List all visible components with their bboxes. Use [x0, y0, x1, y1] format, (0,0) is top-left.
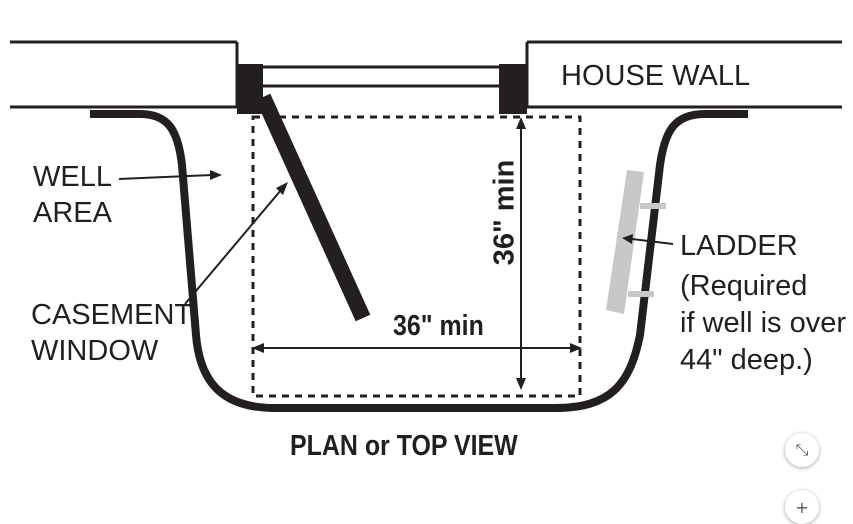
height-dimension-label: 36" min	[488, 159, 521, 266]
ladder-label-line3: if well is over	[680, 307, 846, 339]
window-frame	[237, 64, 527, 114]
well-area-label-line2: AREA	[33, 197, 112, 229]
width-dimension-line	[252, 343, 582, 353]
casement-window-sash	[255, 93, 371, 322]
collapse-view-button[interactable]: ⤡	[785, 433, 819, 467]
ladder-label-line1: LADDER	[680, 230, 798, 262]
casement-window-label-line1: CASEMENT	[31, 299, 193, 331]
casement-window-label-line2: WINDOW	[31, 335, 159, 367]
zoom-in-button[interactable]: +	[785, 490, 819, 524]
clearance-box	[251, 115, 582, 398]
width-dimension-label: 36" min	[393, 310, 484, 342]
well-area-label-line1: WELL	[33, 161, 112, 193]
leader-lines	[118, 170, 674, 305]
collapse-icon: ⤡	[795, 440, 809, 459]
ladder-label-line4: 44" deep.)	[680, 344, 813, 376]
well-plan-diagram	[10, 40, 842, 412]
well-outline	[90, 110, 748, 412]
zoom-in-icon: +	[795, 497, 809, 517]
house-wall-label: HOUSE WALL	[561, 60, 751, 92]
height-dimension-line	[516, 117, 526, 390]
view-caption: PLAN or TOP VIEW	[290, 430, 518, 462]
ladder	[606, 170, 666, 314]
ladder-label-line2: (Required	[680, 270, 808, 302]
